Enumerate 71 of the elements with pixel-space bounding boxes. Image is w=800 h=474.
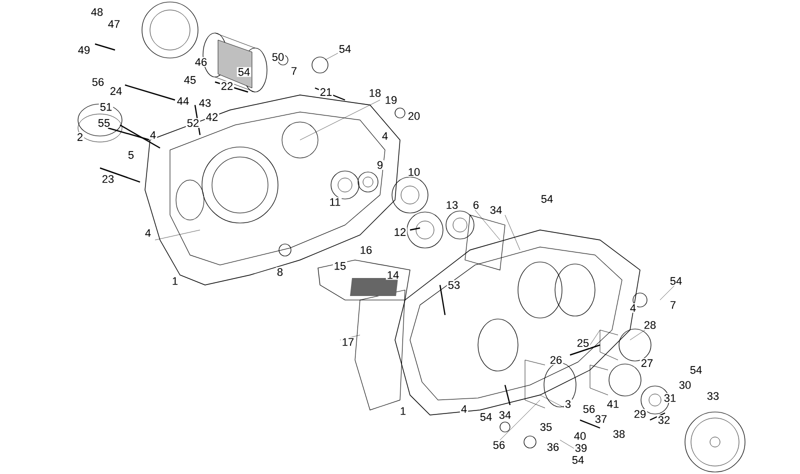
callout-number: 38 <box>612 429 626 439</box>
callout-number: 40 <box>572 431 588 441</box>
callout-number: 52 <box>186 118 200 128</box>
callout-number: 54 <box>540 194 554 204</box>
callout-number: 21 <box>318 87 334 97</box>
callout-number: 51 <box>98 102 114 112</box>
callout-number: 31 <box>662 393 678 403</box>
callout-number: 11 <box>328 197 342 207</box>
callout-number: 44 <box>176 96 190 106</box>
callout-number: 29 <box>632 409 648 419</box>
callout-number: 4 <box>460 404 468 414</box>
callout-number: 56 <box>582 404 596 414</box>
callout-number: 22 <box>220 81 234 91</box>
callout-number: 1 <box>398 406 408 416</box>
callout-number: 10 <box>406 167 422 177</box>
callout-number: 54 <box>236 67 252 77</box>
callout-number: 7 <box>290 66 298 76</box>
callout-number: 2 <box>76 132 84 142</box>
callout-number: 54 <box>688 365 704 375</box>
callout-number: 54 <box>668 276 684 286</box>
callout-number: 17 <box>340 337 356 347</box>
callout-number: 33 <box>706 391 720 401</box>
callout-number: 4 <box>148 130 158 140</box>
callout-number: 26 <box>548 355 564 365</box>
callout-number: 19 <box>384 95 398 105</box>
callout-number: 12 <box>392 227 408 237</box>
callout-number: 47 <box>106 19 122 29</box>
callout-number: 37 <box>594 414 608 424</box>
callout-number: 56 <box>492 440 506 450</box>
callout-number: 45 <box>182 75 198 85</box>
callout-number: 39 <box>574 443 588 453</box>
callout-number: 35 <box>538 422 554 432</box>
callout-number: 50 <box>270 52 286 62</box>
callout-number: 15 <box>332 261 348 271</box>
callout-number: 46 <box>194 57 208 67</box>
callout-number: 7 <box>668 300 678 310</box>
callout-number: 28 <box>642 320 658 330</box>
callout-number: 6 <box>472 200 480 210</box>
callout-number: 41 <box>606 399 620 409</box>
callout-number: 24 <box>108 86 124 96</box>
callout-number: 56 <box>90 77 106 87</box>
callout-number: 43 <box>198 98 212 108</box>
callout-number: 14 <box>386 270 400 280</box>
callout-number: 13 <box>444 200 460 210</box>
callout-number: 36 <box>546 442 560 452</box>
callout-number: 9 <box>376 160 384 170</box>
callout-number: 23 <box>100 174 116 184</box>
callout-number: 53 <box>446 280 462 290</box>
callout-number: 3 <box>564 399 572 409</box>
callout-number: 48 <box>90 7 104 17</box>
callout-number: 4 <box>380 131 390 141</box>
callout-number: 4 <box>628 303 638 313</box>
callout-number: 55 <box>96 118 112 128</box>
callout-number: 54 <box>570 455 586 465</box>
callout-number: 1 <box>170 276 180 286</box>
callout-number: 25 <box>576 338 590 348</box>
callout-number: 18 <box>368 88 382 98</box>
callout-number: 8 <box>276 267 284 277</box>
callout-number: 54 <box>338 44 352 54</box>
callout-number: 34 <box>498 410 512 420</box>
callout-number: 5 <box>126 150 136 160</box>
callout-number: 27 <box>640 358 654 368</box>
callout-number: 30 <box>678 380 692 390</box>
callout-number: 32 <box>656 415 672 425</box>
callout-number: 16 <box>358 245 374 255</box>
callout-number: 49 <box>76 45 92 55</box>
callout-number: 20 <box>406 111 422 121</box>
callout-number: 4 <box>144 228 152 238</box>
callout-number: 34 <box>488 205 504 215</box>
callout-number: 42 <box>204 112 220 122</box>
callout-number: 54 <box>478 412 494 422</box>
